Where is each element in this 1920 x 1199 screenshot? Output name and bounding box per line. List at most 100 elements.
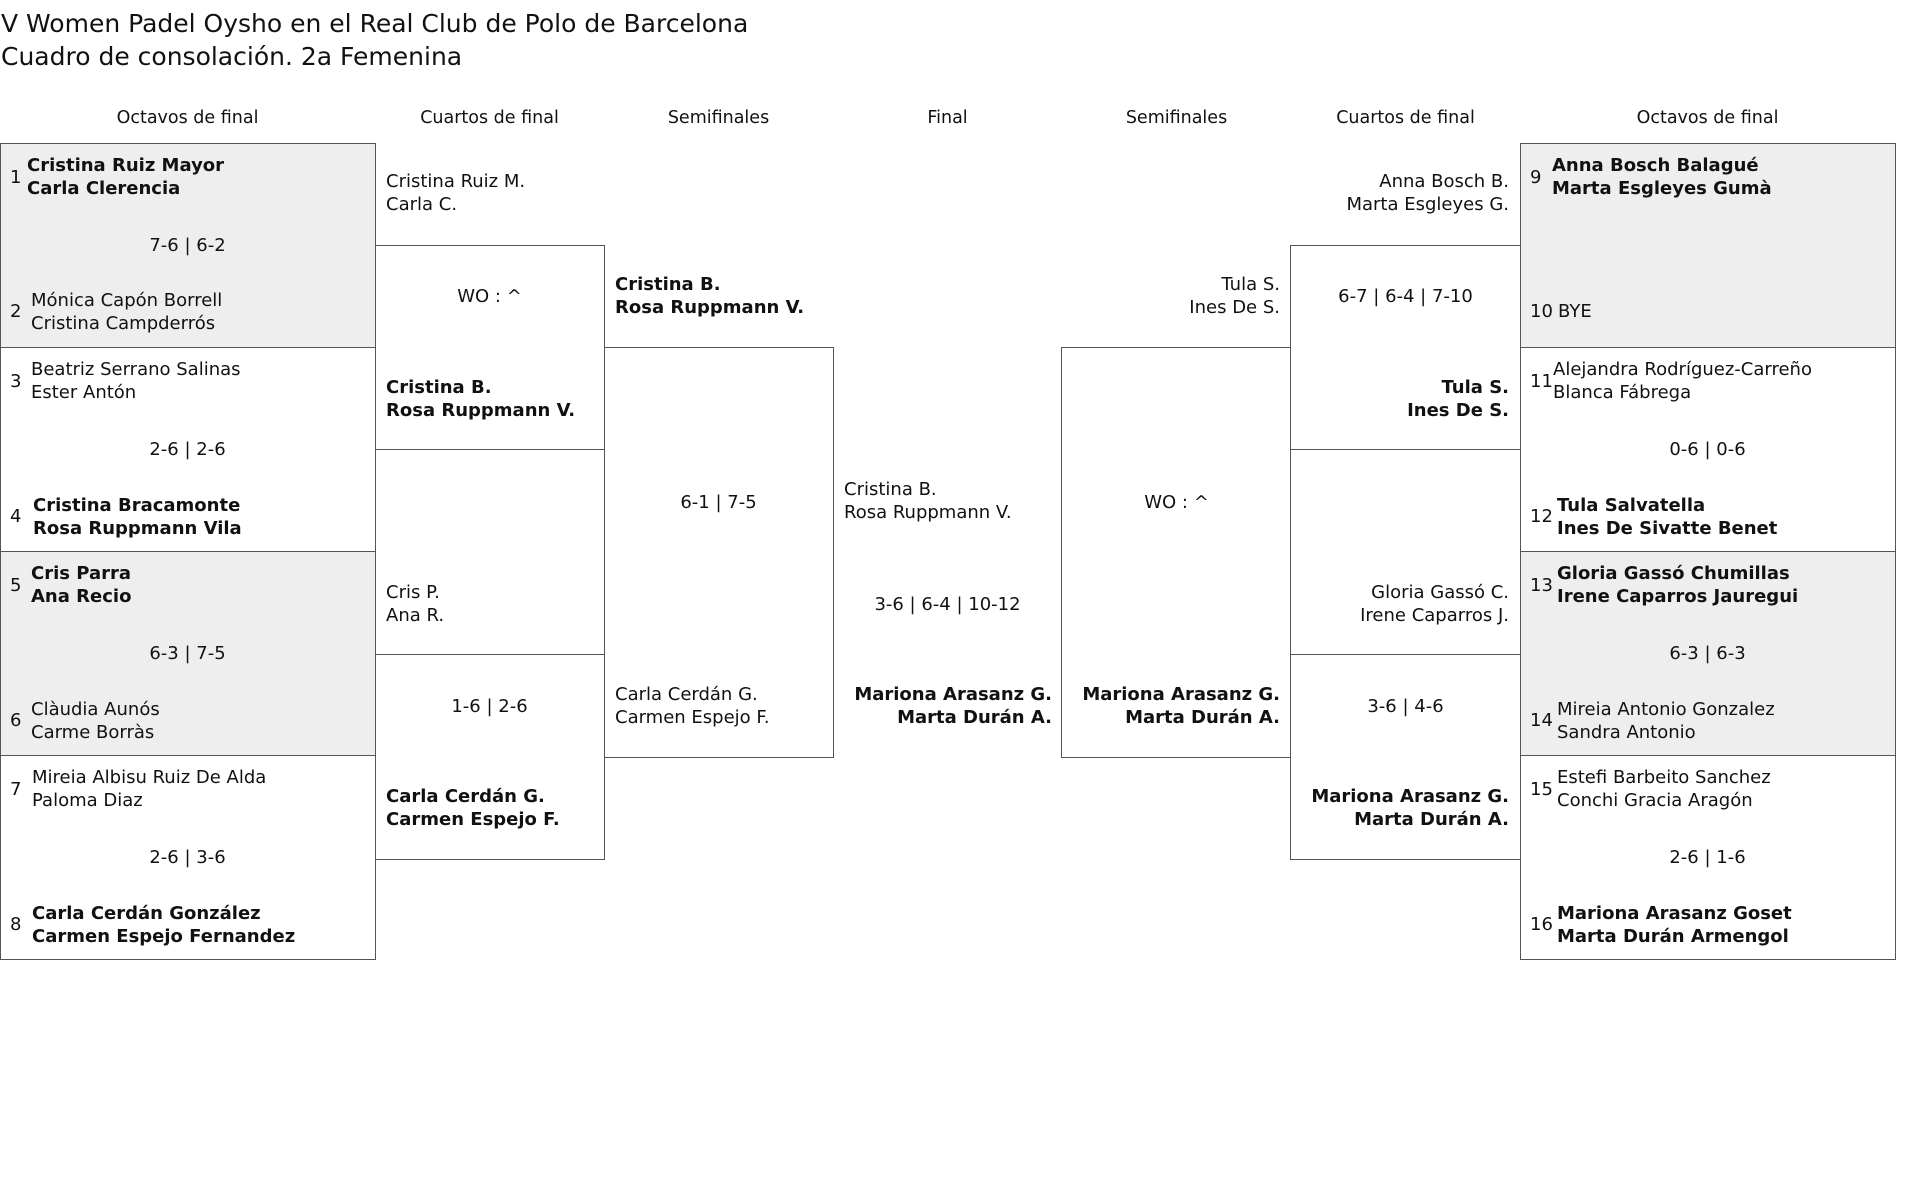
player-name: Tula S.	[1441, 377, 1510, 398]
match-score: 2-6 | 2-6	[149, 439, 226, 460]
player-name: Carla C.	[386, 194, 458, 215]
match-box-r16-left-3	[0, 551, 376, 756]
seed-number: 3	[10, 371, 22, 392]
match-score: 3-6 | 4-6	[1367, 696, 1444, 717]
match-score: 1-6 | 2-6	[451, 696, 528, 717]
player-name: Cristina Ruiz Mayor	[27, 155, 225, 176]
match-score: 0-6 | 0-6	[1669, 439, 1746, 460]
match-score: 2-6 | 1-6	[1669, 847, 1746, 868]
player-name: Blanca Fábrega	[1553, 382, 1692, 403]
match-box-r16-left-1	[0, 143, 376, 348]
player-name: Ana R.	[386, 605, 445, 626]
player-name: Irene Caparros J.	[1360, 605, 1509, 626]
round-header-left-qf: Cuartos de final	[420, 108, 559, 128]
match-score: WO : ^	[1144, 492, 1209, 513]
player-name: Marta Durán A.	[1125, 707, 1280, 728]
player-name: Irene Caparros Jauregui	[1557, 586, 1799, 607]
round-header-right-r16: Octavos de final	[1636, 108, 1779, 128]
match-score: 6-1 | 7-5	[680, 492, 757, 513]
player-name: Mariona Arasanz G.	[1082, 684, 1280, 705]
seed-number: 8	[10, 914, 22, 935]
player-name: Rosa Ruppmann V.	[615, 297, 805, 318]
player-name: Ana Recio	[31, 586, 132, 607]
player-name: Marta Durán A.	[897, 707, 1052, 728]
draw-subtitle: Cuadro de consolación. 2a Femenina	[1, 42, 463, 71]
player-name: Cristina B.	[844, 479, 937, 500]
player-name: Tula S.	[1221, 274, 1280, 295]
player-name: Carla Cerdán G.	[386, 786, 545, 807]
player-name: Rosa Ruppmann V.	[386, 400, 576, 421]
player-name: Estefi Barbeito Sanchez	[1557, 767, 1771, 788]
match-score: 7-6 | 6-2	[149, 235, 226, 256]
player-name: Paloma Diaz	[32, 790, 143, 811]
player-name: Cris P.	[386, 582, 440, 603]
round-header-left-sf: Semifinales	[667, 108, 770, 128]
player-name: Ines De Sivatte Benet	[1557, 518, 1778, 539]
match-score: WO : ^	[457, 286, 522, 307]
player-name: Marta Durán A.	[1354, 809, 1509, 830]
player-name: Ester Antón	[31, 382, 137, 403]
seed-number: 6	[10, 710, 22, 731]
match-box-r16-right-4	[1520, 755, 1896, 960]
player-name: Mireia Antonio Gonzalez	[1557, 699, 1775, 720]
seed-number: 11	[1530, 371, 1553, 392]
player-name: Sandra Antonio	[1557, 722, 1696, 743]
seed-number: 5	[10, 575, 22, 596]
player-name: Conchi Gracia Aragón	[1557, 790, 1753, 811]
seed-number: 13	[1530, 575, 1553, 596]
player-name: Mónica Capón Borrell	[31, 290, 223, 311]
player-name: Rosa Ruppmann V.	[844, 502, 1012, 523]
seed-number: 12	[1530, 506, 1553, 527]
match-score: 6-3 | 7-5	[149, 643, 226, 664]
player-name: BYE	[1558, 301, 1592, 322]
match-box-sf-left	[604, 347, 834, 758]
player-name: Alejandra Rodríguez-Carreño	[1553, 359, 1812, 380]
player-name: Ines De S.	[1407, 400, 1509, 421]
player-name: Cristina B.	[386, 377, 492, 398]
player-name: Carmen Espejo Fernandez	[32, 926, 296, 947]
round-header-right-qf: Cuartos de final	[1336, 108, 1475, 128]
player-name: Cris Parra	[31, 563, 131, 584]
player-name: Clàudia Aunós	[31, 699, 160, 720]
round-header-final: Final	[927, 108, 968, 128]
seed-number: 4	[10, 506, 22, 527]
seed-number: 7	[10, 779, 22, 800]
player-name: Gloria Gassó C.	[1371, 582, 1509, 603]
seed-number: 9	[1530, 167, 1542, 188]
seed-number: 16	[1530, 914, 1553, 935]
player-name: Carmen Espejo F.	[386, 809, 560, 830]
player-name: Anna Bosch B.	[1379, 171, 1509, 192]
player-name: Cristina Bracamonte	[33, 495, 241, 516]
player-name: Carmen Espejo F.	[615, 707, 770, 728]
seed-number: 2	[10, 301, 22, 322]
player-name: Marta Esgleyes G.	[1346, 194, 1509, 215]
player-name: Cristina B.	[615, 274, 721, 295]
seed-number: 15	[1530, 779, 1553, 800]
player-name: Gloria Gassó Chumillas	[1557, 563, 1790, 584]
player-name: Mariona Arasanz G.	[1311, 786, 1509, 807]
player-name: Marta Durán Armengol	[1557, 926, 1789, 947]
match-box-r16-right-1	[1520, 143, 1896, 348]
match-score: 6-3 | 6-3	[1669, 643, 1746, 664]
player-name: Cristina Campderrós	[31, 313, 216, 334]
seed-number: 14	[1530, 710, 1553, 731]
player-name: Tula Salvatella	[1557, 495, 1706, 516]
player-name: Mireia Albisu Ruiz De Alda	[32, 767, 267, 788]
match-score: 2-6 | 3-6	[149, 847, 226, 868]
match-box-sf-right	[1061, 347, 1291, 758]
seed-number: 10	[1530, 301, 1553, 322]
player-name: Cristina Ruiz M.	[386, 171, 526, 192]
player-name: Marta Esgleyes Gumà	[1552, 178, 1772, 199]
seed-number: 1	[10, 167, 22, 188]
player-name: Rosa Ruppmann Vila	[33, 518, 242, 539]
player-name: Anna Bosch Balagué	[1552, 155, 1759, 176]
player-name: Mariona Arasanz G.	[854, 684, 1052, 705]
player-name: Carla Clerencia	[27, 178, 181, 199]
player-name: Beatriz Serrano Salinas	[31, 359, 241, 380]
player-name: Carla Cerdán G.	[615, 684, 758, 705]
final-score: 3-6 | 6-4 | 10-12	[874, 594, 1021, 615]
player-name: Ines De S.	[1189, 297, 1280, 318]
round-header-left-r16: Octavos de final	[116, 108, 259, 128]
tournament-title: V Women Padel Oysho en el Real Club de P…	[1, 9, 749, 38]
round-header-right-sf: Semifinales	[1125, 108, 1228, 128]
